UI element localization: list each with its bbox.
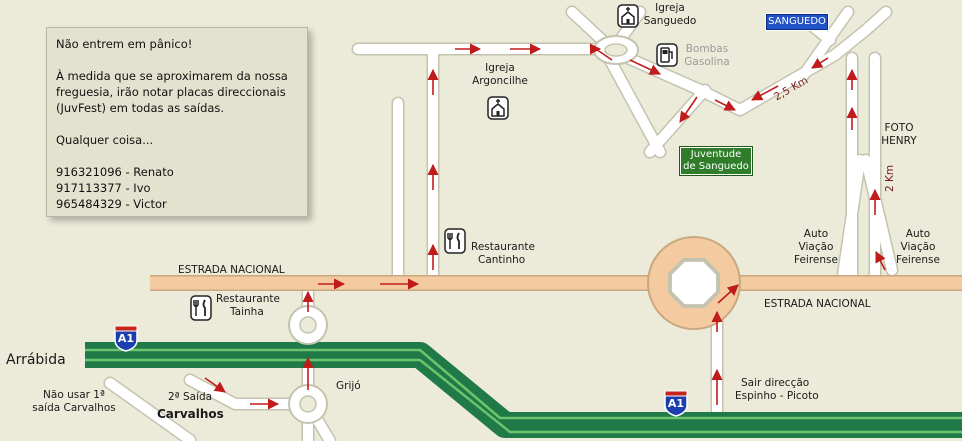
phone-ivo: 917113377 - Ivo [56, 181, 151, 195]
juventude-line: de Sanguedo [683, 161, 749, 172]
juventude-sign: Juventude de Sanguedo [679, 146, 753, 176]
roundabout-tainha [288, 305, 328, 345]
roundabout-carvalhos [288, 384, 328, 424]
info-headline: Não entrem em pânico! [56, 37, 193, 51]
label-auto-viacao-right: Auto Viação Feirense [896, 228, 940, 266]
label-segunda-saida: 2ª Saída [168, 391, 213, 403]
label-sair-direccao: Sair direcção Espinho - Picoto [735, 377, 819, 402]
label-foto-henry: FOTO HENRY [881, 122, 917, 147]
label-grijo: Grijó [336, 380, 361, 392]
label-estrada-nacional-left: ESTRADA NACIONAL [178, 264, 285, 276]
phone-victor: 965484329 - Victor [56, 197, 167, 211]
label-restaurante-tainha: Restaurante Tainha [216, 293, 280, 318]
label-auto-viacao-left: Auto Viação Feirense [794, 228, 838, 266]
label-estrada-nacional-right: ESTRADA NACIONAL [764, 298, 871, 310]
info-text-line: À medida que se aproximarem da nossa [56, 69, 288, 83]
route-arrows [204, 43, 886, 410]
info-text-line: freguesia, irão notar placas direccionai… [56, 85, 286, 99]
label-restaurante-cantinho: Restaurante Cantinho [471, 241, 535, 266]
label-bombas-gasolina: Bombas Gasolina [684, 43, 730, 68]
church-icon [617, 4, 639, 28]
label-igreja-sanguedo: Igreja Sanguedo [643, 2, 697, 27]
label-carvalhos: Carvalhos [157, 407, 224, 421]
juventude-line: Juventude [690, 149, 742, 160]
info-box: Não entrem em pânico! À medida que se ap… [46, 27, 308, 217]
label-arrabida: Arrábida [6, 352, 66, 368]
phone-renato: 916321096 - Renato [56, 165, 174, 179]
label-distance-2km: 2 Km [884, 164, 896, 192]
restaurant-icon [444, 228, 466, 254]
a1-motorway [85, 342, 962, 438]
fuel-pump-icon [656, 43, 678, 67]
restaurant-icon [190, 295, 212, 321]
a1-shield-icon: A1 [663, 389, 689, 417]
a1-shield-icon: A1 [113, 324, 139, 352]
church-icon [487, 96, 509, 120]
sanguedo-sign: SANGUEDO [765, 13, 829, 31]
label-igreja-argoncilhe: Igreja Argoncilhe [472, 62, 528, 87]
a1-shield-label: A1 [667, 397, 685, 410]
label-nao-usar: Não usar 1ª saída Carvalhos [32, 389, 116, 414]
a1-shield-label: A1 [117, 332, 135, 345]
info-text-line: (JuvFest) em todas as saídas. [56, 101, 225, 115]
info-text-line: Qualquer coisa... [56, 133, 154, 147]
